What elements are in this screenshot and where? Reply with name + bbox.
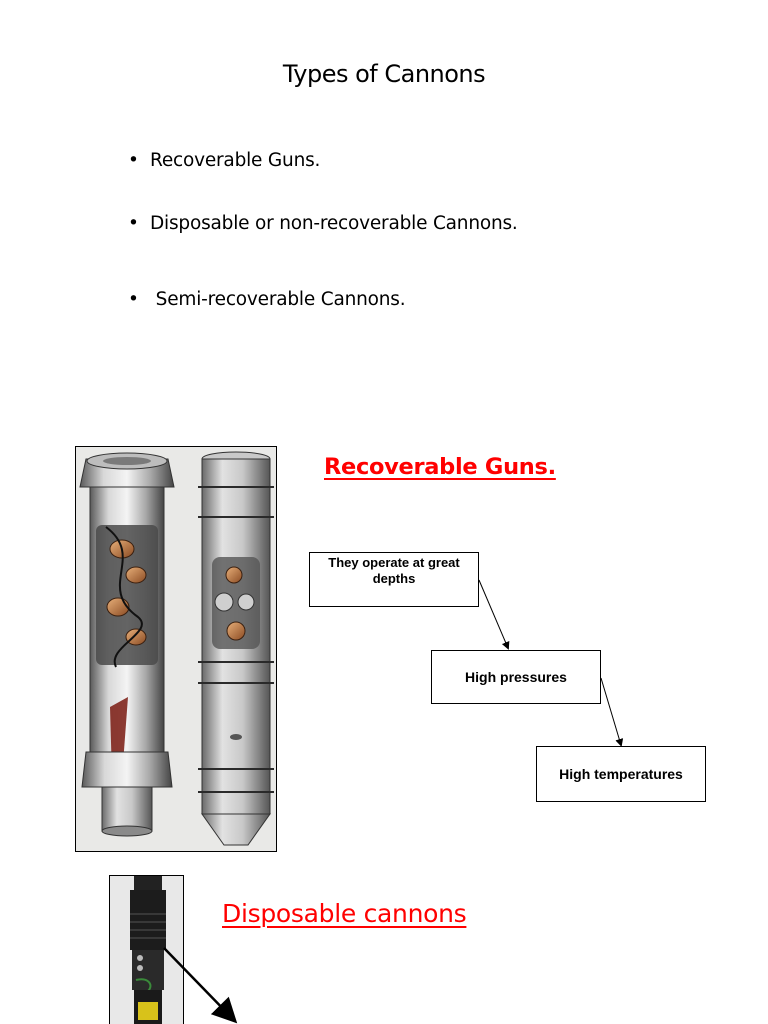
flow-box-high-pressures: High pressures [431,650,601,704]
bullet-text: Semi-recoverable Cannons. [150,289,406,310]
recoverable-gun-image [75,446,277,852]
bullet-text: Disposable or non-recoverable Cannons. [150,213,518,234]
bullet-item: • Recoverable Guns. [128,148,320,174]
bullet-marker: • [128,213,139,234]
flow-box-high-temperatures: High temperatures [536,746,706,802]
bullet-item: • Semi-recoverable Cannons. [128,287,406,313]
bullet-text: Recoverable Guns. [150,150,321,171]
flow-arrow [600,677,624,747]
disposable-gun-image [109,875,184,1024]
bullet-item: • Disposable or non-recoverable Cannons. [128,211,518,237]
flow-arrow [478,579,510,650]
recoverable-guns-heading: Recoverable Guns. [324,454,556,480]
slide-title: Types of Cannons [282,60,486,88]
flow-box-great-depths: They operate at great depths [309,552,479,607]
bullet-marker: • [128,289,139,310]
bullet-marker: • [128,150,139,171]
disposable-cannons-heading: Disposable cannons [222,899,467,928]
